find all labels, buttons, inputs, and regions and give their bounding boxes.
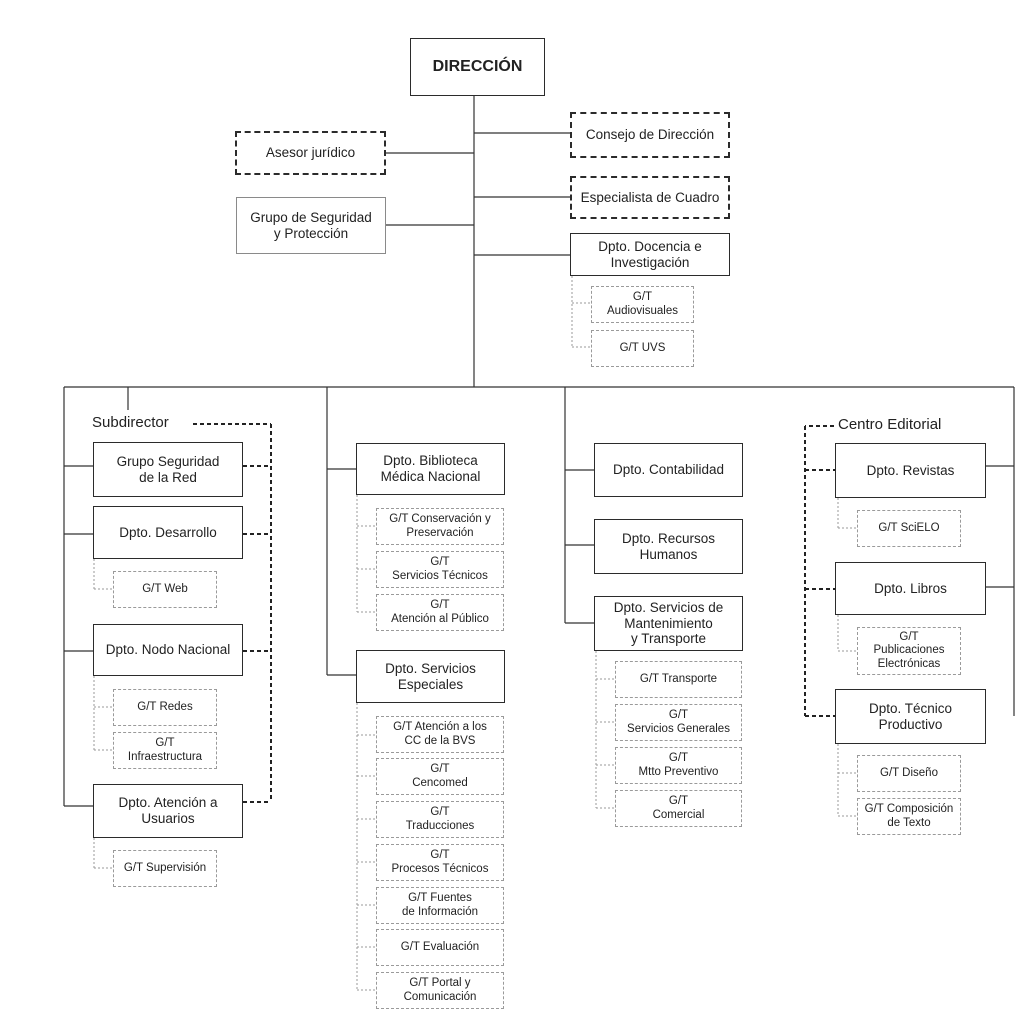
dpto-contabilidad-box: Dpto. Contabilidad [594,443,743,497]
asesor-juridico-box: Asesor jurídico [235,131,386,175]
consejo-direccion-box: Consejo de Dirección [570,112,730,158]
gt-diseno-box: G/T Diseño [857,755,961,792]
gt-evaluacion-box: G/T Evaluación [376,929,504,966]
dpto-revistas-box: Dpto. Revistas [835,443,986,498]
gt-transporte-box: G/T Transporte [615,661,742,698]
gt-composicion-texto-box: G/T Composición de Texto [857,798,961,835]
gt-mtto-preventivo-box: G/T Mtto Preventivo [615,747,742,784]
gt-servicios-generales-box: G/T Servicios Generales [615,704,742,741]
dpto-nodo-nacional-box: Dpto. Nodo Nacional [93,624,243,676]
gt-atencion-publico-box: G/T Atención al Público [376,594,504,631]
dpto-desarrollo-box: Dpto. Desarrollo [93,506,243,559]
gt-comercial-box: G/T Comercial [615,790,742,827]
gt-atencion-cc-box: G/T Atención a los CC de la BVS [376,716,504,753]
gt-cencomed-box: G/T Cencomed [376,758,504,795]
direccion-box: DIRECCIÓN [410,38,545,96]
dpto-servicios-especiales-box: Dpto. Servicios Especiales [356,650,505,703]
dpto-libros-box: Dpto. Libros [835,562,986,615]
gt-publicaciones-electronicas-box: G/T Publicaciones Electrónicas [857,627,961,675]
gt-audiovisuales-box: G/T Audiovisuales [591,286,694,323]
gt-conservacion-box: G/T Conservación y Preservación [376,508,504,545]
gt-uvs-box: G/T UVS [591,330,694,367]
subdirector-label: Subdirector [92,414,171,431]
gt-scielo-box: G/T SciELO [857,510,961,547]
grupo-seguridad-proteccion-box: Grupo de Seguridad y Protección [236,197,386,254]
dpto-recursos-humanos-box: Dpto. Recursos Humanos [594,519,743,574]
gt-traducciones-box: G/T Traducciones [376,801,504,838]
gt-infraestructura-box: G/T Infraestructura [113,732,217,769]
gt-supervision-box: G/T Supervisión [113,850,217,887]
gt-web-box: G/T Web [113,571,217,608]
gt-redes-box: G/T Redes [113,689,217,726]
gt-servicios-tecnicos-box: G/T Servicios Técnicos [376,551,504,588]
grupo-seguridad-red-box: Grupo Seguridad de la Red [93,442,243,497]
dpto-tecnico-productivo-box: Dpto. Técnico Productivo [835,689,986,744]
dpto-docencia-box: Dpto. Docencia e Investigación [570,233,730,276]
dpto-atencion-usuarios-box: Dpto. Atención a Usuarios [93,784,243,838]
centro-editorial-label: Centro Editorial [838,416,944,433]
gt-portal-comunicacion-box: G/T Portal y Comunicación [376,972,504,1009]
dpto-mantenimiento-box: Dpto. Servicios de Mantenimiento y Trans… [594,596,743,651]
gt-fuentes-informacion-box: G/T Fuentes de Información [376,887,504,924]
dpto-biblioteca-box: Dpto. Biblioteca Médica Nacional [356,443,505,495]
gt-procesos-tecnicos-box: G/T Procesos Técnicos [376,844,504,881]
especialista-cuadro-box: Especialista de Cuadro [570,176,730,219]
